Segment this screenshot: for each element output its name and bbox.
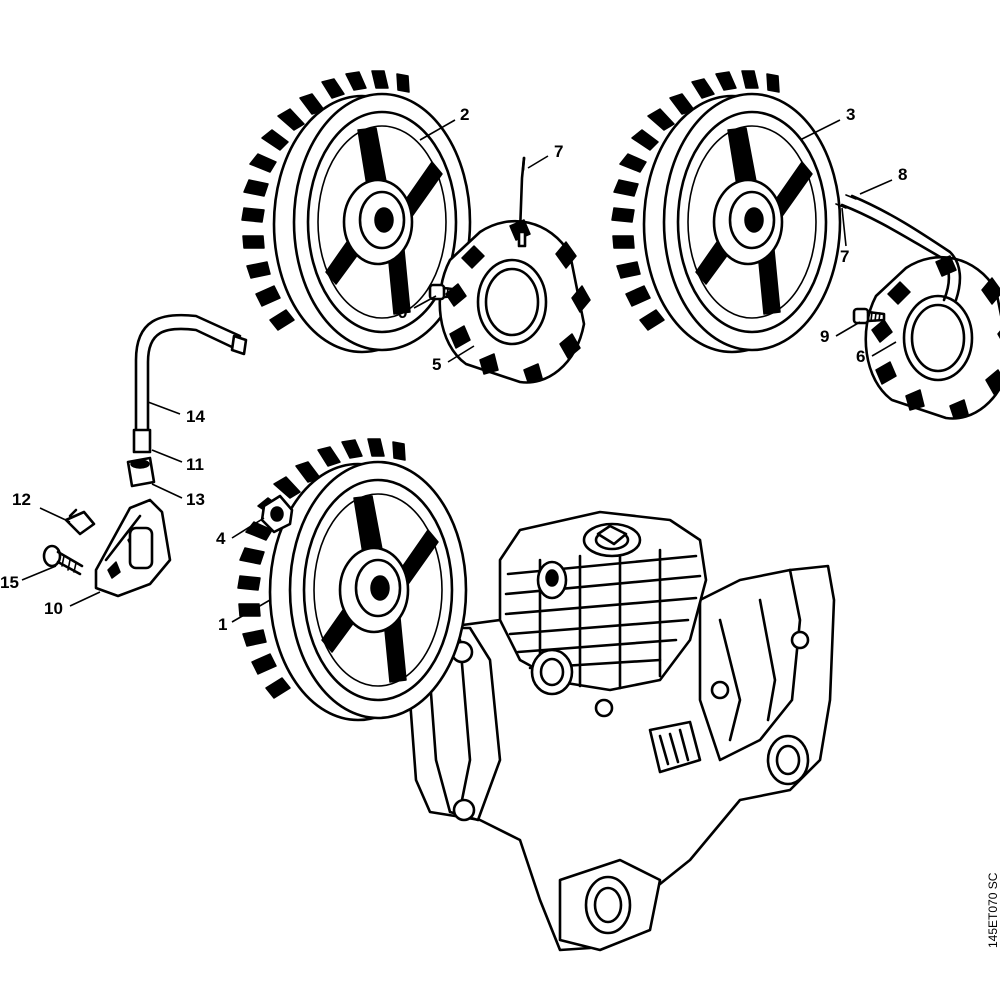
callout-13: 13	[186, 490, 205, 509]
callout-15: 15	[0, 573, 19, 592]
callout-14: 14	[186, 407, 205, 426]
ignition-coil-10	[94, 498, 172, 598]
callout-1: 1	[218, 615, 227, 634]
cylinder	[498, 510, 708, 696]
callout-2: 2	[460, 105, 469, 124]
flywheel-2	[240, 69, 472, 354]
callout-3: 3	[846, 105, 855, 124]
callout-11: 11	[186, 455, 204, 474]
callout-4: 4	[216, 529, 226, 548]
callout-labels: 1 2 3 4 5 6 7 7 8 9 9 10 11 12 13 14 15	[0, 105, 907, 634]
callout-9-left: 9	[398, 303, 407, 322]
ignition-lead-14	[132, 313, 248, 454]
leader-lines	[21, 119, 897, 623]
screw-15	[42, 544, 84, 576]
callout-7-right: 7	[840, 247, 849, 266]
callout-5: 5	[432, 355, 441, 374]
flywheel-3	[610, 69, 842, 354]
drawing-reference-code: 145ET070 SC	[986, 872, 1000, 948]
spring-clip-12	[64, 508, 96, 536]
spark-plug-boot-13	[126, 456, 156, 488]
callout-10: 10	[44, 599, 63, 618]
wire-harness-right	[835, 194, 962, 302]
callout-6: 6	[856, 347, 865, 366]
callout-8: 8	[898, 165, 907, 184]
callout-7-left: 7	[554, 142, 563, 161]
engine-crankcase	[408, 564, 836, 952]
ignition-module-6	[864, 254, 1000, 420]
callout-12: 12	[12, 490, 31, 509]
wire-7-left	[517, 156, 527, 248]
callout-9-right: 9	[820, 327, 829, 346]
flywheel-1	[236, 437, 468, 722]
